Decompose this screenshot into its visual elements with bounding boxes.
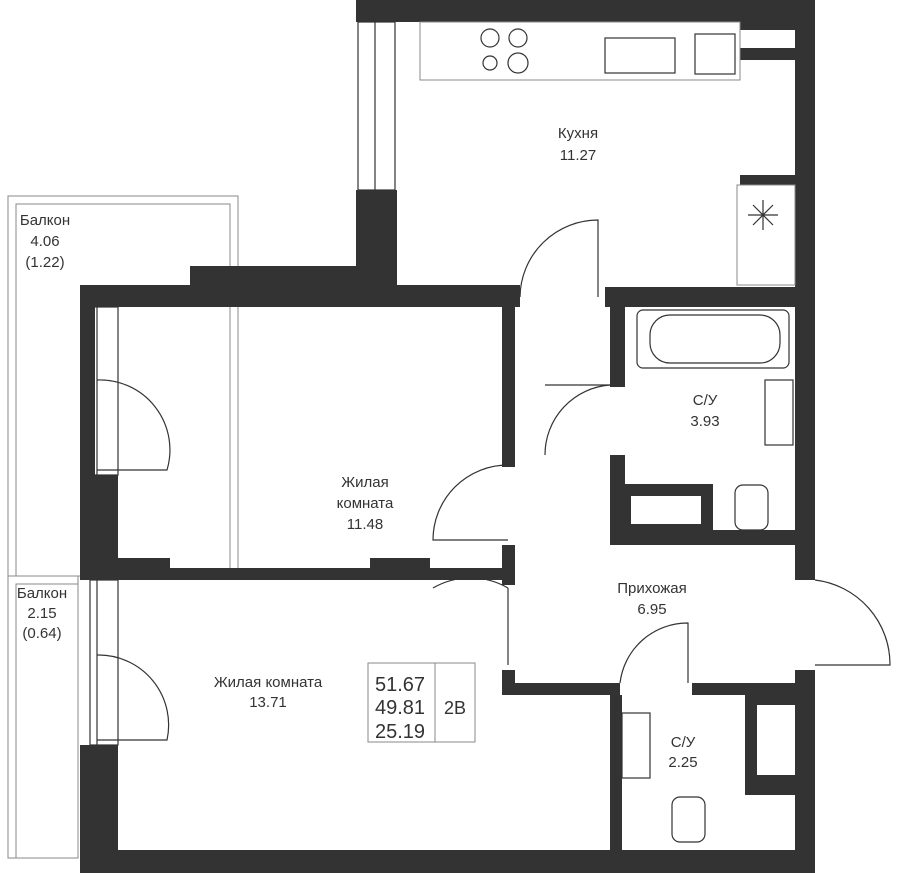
total-area: 51.67 — [375, 674, 425, 696]
balcony2-area: 2.15 — [27, 605, 56, 622]
hall-area: 6.95 — [637, 601, 666, 618]
kitchen-area: 11.27 — [560, 147, 596, 164]
walls — [80, 0, 815, 873]
living1-name-2: комната — [337, 495, 394, 512]
doors — [96, 219, 891, 741]
bath1-area: 3.93 — [690, 413, 719, 430]
living1-name-1: Жилая — [341, 474, 388, 491]
kitchen-name: Кухня — [558, 125, 598, 142]
hall-name: Прихожая — [617, 580, 687, 597]
bath2-name: С/У — [671, 734, 696, 751]
bath2-area: 2.25 — [668, 754, 697, 771]
living2-area: 13.71 — [249, 694, 287, 711]
living2-name: Жилая комната — [214, 674, 323, 691]
windows — [89, 21, 396, 746]
living-area-incl: 49.81 — [375, 697, 425, 719]
living-area: 25.19 — [375, 721, 425, 743]
balcony2-name: Балкон — [17, 585, 67, 602]
living1-area: 11.48 — [347, 516, 383, 533]
summary-box: 51.67 49.81 25.19 2В — [367, 662, 476, 743]
balcony1-area: 4.06 — [30, 233, 59, 250]
bath1-name: С/У — [693, 392, 718, 409]
fixtures — [419, 21, 796, 843]
balcony1-name: Балкон — [20, 212, 70, 229]
apartment-type: 2В — [444, 698, 466, 718]
balcony2-reduced-area: (0.64) — [22, 625, 61, 642]
balcony1-reduced-area: (1.22) — [25, 254, 64, 271]
